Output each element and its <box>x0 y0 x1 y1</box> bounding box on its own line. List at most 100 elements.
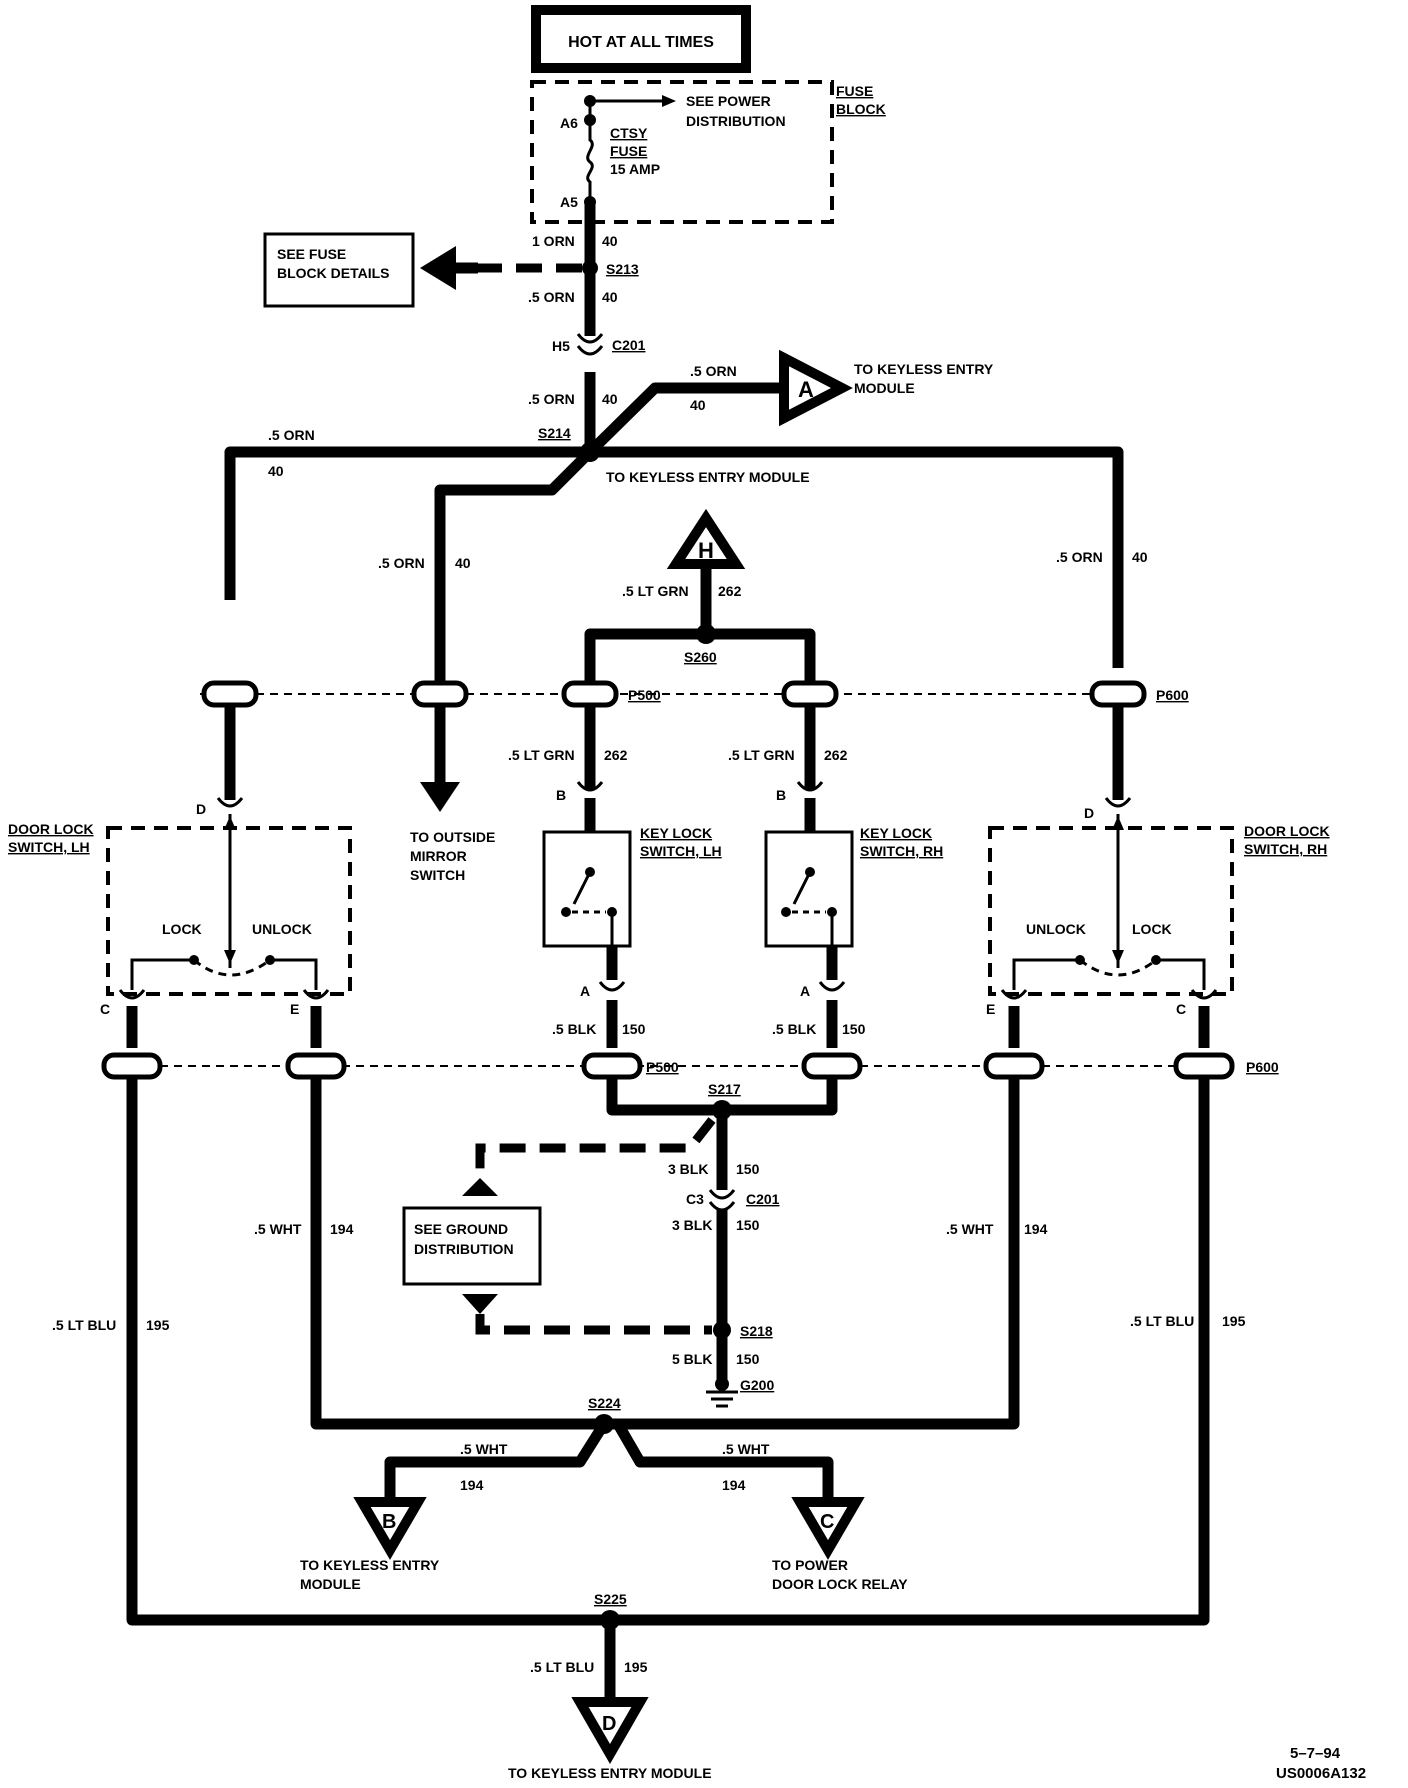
splice-s218: S218 <box>740 1323 773 1339</box>
door-lock-lh-title-2: SWITCH, LH <box>8 839 90 855</box>
pin-b-kl-lh: B <box>556 787 566 803</box>
wire-label-left: .5 ORN <box>268 427 315 443</box>
wire-label-right: .5 ORN <box>1056 549 1103 565</box>
keyless-mid-label: TO KEYLESS ENTRY MODULE <box>606 469 810 485</box>
door-lock-switch-lh <box>106 797 352 996</box>
wire-circuit-blu-r: 195 <box>1222 1313 1246 1329</box>
door-lock-rh-title-2: SWITCH, RH <box>1244 841 1327 857</box>
wire-label-wht-l: .5 WHT <box>254 1221 302 1237</box>
wire-circuit-wht-l: 194 <box>330 1221 354 1237</box>
wire-circuit-wht-r: 194 <box>1024 1221 1048 1237</box>
offpage-d-letter: D <box>602 1713 616 1735</box>
key-lock-switch-rh <box>764 781 854 992</box>
wire-label-wht-b: .5 WHT <box>460 1441 508 1457</box>
wire-label-blk-rh: .5 BLK <box>772 1021 816 1037</box>
wire-label-blu-l: .5 LT BLU <box>52 1317 116 1333</box>
wire-circuit-ltgrn: 262 <box>718 583 742 599</box>
key-lock-rh-title-2: SWITCH, RH <box>860 843 943 859</box>
see-power-distribution-2: DISTRIBUTION <box>686 113 786 129</box>
offpage-connector-a: A <box>779 349 853 427</box>
pin-d-lh: D <box>196 801 206 817</box>
fuse-details-line2: BLOCK DETAILS <box>277 265 390 281</box>
diagram-date: 5–7–94 <box>1290 1745 1341 1762</box>
splice-s213: S213 <box>606 261 639 277</box>
pin-d-rh: D <box>1084 805 1094 821</box>
splice-s225: S225 <box>594 1591 627 1607</box>
wire-label-mirror: .5 ORN <box>378 555 425 571</box>
splice-s214: S214 <box>538 425 571 441</box>
offpage-b-label: TO KEYLESS ENTRY <box>300 1557 440 1573</box>
wire-circuit-w2: 40 <box>602 289 618 305</box>
offpage-connector-d: D <box>571 1697 649 1765</box>
wire-circuit-left: 40 <box>268 463 284 479</box>
door-lock-switch-rh <box>988 797 1234 996</box>
wire-circuit-blk3a: 150 <box>736 1161 760 1177</box>
connector-p600-bot: P600 <box>1246 1059 1279 1075</box>
door-lock-lh-unlock: UNLOCK <box>252 921 312 937</box>
wire-label-blu-d: .5 LT BLU <box>530 1659 594 1675</box>
offpage-c-label: TO POWER <box>772 1557 848 1573</box>
splice-s213-dot <box>582 260 598 276</box>
key-lock-switch-lh <box>542 781 632 992</box>
wire-label-blk3b: 3 BLK <box>672 1217 712 1233</box>
wire-circuit-w4: 40 <box>690 397 706 413</box>
door-lock-lh-lock: LOCK <box>162 921 202 937</box>
wire-label-blk-lh: .5 BLK <box>552 1021 596 1037</box>
wire-label-wht-r: .5 WHT <box>946 1221 994 1237</box>
wire-circuit-blu-d: 195 <box>624 1659 648 1675</box>
fuse-details-line1: SEE FUSE <box>277 246 346 262</box>
wire-label-w3: .5 ORN <box>528 391 575 407</box>
pin-e-lh: E <box>290 1001 299 1017</box>
splice-s224: S224 <box>588 1395 621 1411</box>
wire-circuit-w3: 40 <box>602 391 618 407</box>
offpage-h-letter: H <box>698 538 714 563</box>
ground-distribution-box: SEE GROUND DISTRIBUTION <box>402 1206 542 1286</box>
power-header-label: HOT AT ALL TIMES <box>568 34 714 51</box>
connector-c201-label: C201 <box>612 337 646 353</box>
pin-c-lh: C <box>100 1001 110 1017</box>
offpage-c-label-2: DOOR LOCK RELAY <box>772 1576 908 1592</box>
offpage-a-label: TO KEYLESS ENTRY <box>854 361 994 377</box>
offpage-c-letter: C <box>820 1511 834 1533</box>
pin-a-kl-lh: A <box>580 983 590 999</box>
offpage-connector-h: H <box>666 508 746 569</box>
wire-label-w2: .5 ORN <box>528 289 575 305</box>
pin-e-rh: E <box>986 1001 995 1017</box>
passthrough-connectors-top <box>201 680 1147 708</box>
fuse-block-label: FUSE <box>836 83 873 99</box>
ground-g200-icon <box>706 1377 738 1408</box>
door-lock-rh-lock: LOCK <box>1132 921 1172 937</box>
wire-label-blk3a: 3 BLK <box>668 1161 708 1177</box>
wire-label-w4: .5 ORN <box>690 363 737 379</box>
terminal-a5: A5 <box>560 194 578 210</box>
offpage-connector-b: B <box>353 1497 427 1560</box>
wire-label-blu-r: .5 LT BLU <box>1130 1313 1194 1329</box>
fuse-block: FUSE BLOCK SEE POWER DISTRIBUTION A6 CTS… <box>530 80 886 224</box>
connector-p600-top: P600 <box>1156 687 1189 703</box>
wire-circuit-blk-rh: 150 <box>842 1021 866 1037</box>
see-power-distribution: SEE POWER <box>686 93 771 109</box>
fuse-rating: 15 AMP <box>610 161 660 177</box>
fuse-name: FUSE <box>610 143 647 159</box>
offpage-a-letter: A <box>798 377 814 402</box>
wire-circuit-w1: 40 <box>602 233 618 249</box>
door-lock-lh-title: DOOR LOCK <box>8 821 94 837</box>
ground-g200: G200 <box>740 1377 774 1393</box>
mirror-switch-label-3: SWITCH <box>410 867 465 883</box>
fuse-ctsy: CTSY <box>610 125 648 141</box>
wire-circuit-wht-b: 194 <box>460 1477 484 1493</box>
splice-s217: S217 <box>708 1081 741 1097</box>
wire-circuit-blk3b: 150 <box>736 1217 760 1233</box>
connector-p500-bot: P500 <box>646 1059 679 1075</box>
door-lock-rh-unlock: UNLOCK <box>1026 921 1086 937</box>
offpage-b-label-2: MODULE <box>300 1576 361 1592</box>
wire-circuit-blk5: 150 <box>736 1351 760 1367</box>
connector-c201-bot: C201 <box>746 1191 780 1207</box>
mirror-switch-label: TO OUTSIDE <box>410 829 495 845</box>
pin-c-rh: C <box>1176 1001 1186 1017</box>
key-lock-lh-title-2: SWITCH, LH <box>640 843 722 859</box>
wire-label-w1: 1 ORN <box>532 233 575 249</box>
ground-distribution-line2: DISTRIBUTION <box>414 1241 514 1257</box>
wire-label-wht-c: .5 WHT <box>722 1441 770 1457</box>
terminal-a6: A6 <box>560 115 578 131</box>
